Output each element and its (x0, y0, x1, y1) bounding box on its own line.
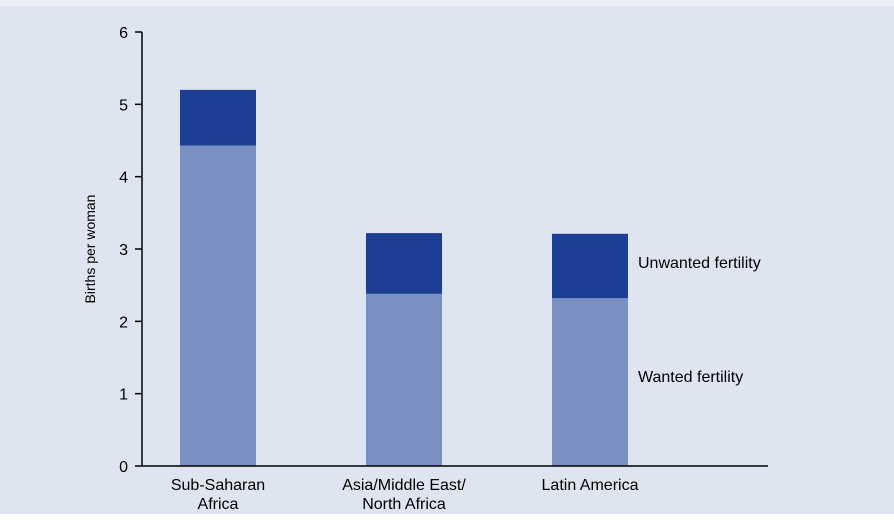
x-category-label: Sub-Saharan (171, 477, 265, 494)
legend-label-unwanted: Unwanted fertility (638, 255, 761, 272)
legend-label-wanted: Wanted fertility (638, 369, 743, 386)
y-axis-title: Births per woman (82, 195, 98, 304)
y-tick-label: 2 (119, 314, 128, 331)
bar-segment-wanted (366, 293, 442, 466)
bar-segment-unwanted (366, 233, 442, 294)
y-tick-label: 0 (119, 459, 128, 476)
x-category-label: Latin America (542, 477, 639, 494)
bar-segment-unwanted (180, 89, 256, 146)
x-category-label: Africa (198, 496, 239, 513)
y-tick-label: 4 (119, 170, 128, 187)
bar-segment-wanted (552, 298, 628, 466)
x-category-label: Asia/Middle East/ (342, 477, 466, 494)
x-category-label: North Africa (362, 496, 446, 513)
ticks-layer: 0 1 2 3 4 5 6 (119, 25, 142, 476)
y-tick-label: 5 (119, 97, 128, 114)
legend: Wanted fertility Unwanted fertility (638, 255, 761, 386)
y-tick-label: 6 (119, 25, 128, 42)
bar-segment-unwanted (552, 233, 628, 299)
bar-segment-wanted (180, 145, 256, 466)
y-tick-label: 3 (119, 242, 128, 259)
y-tick-label: 1 (119, 387, 128, 404)
bars-layer (180, 89, 628, 466)
